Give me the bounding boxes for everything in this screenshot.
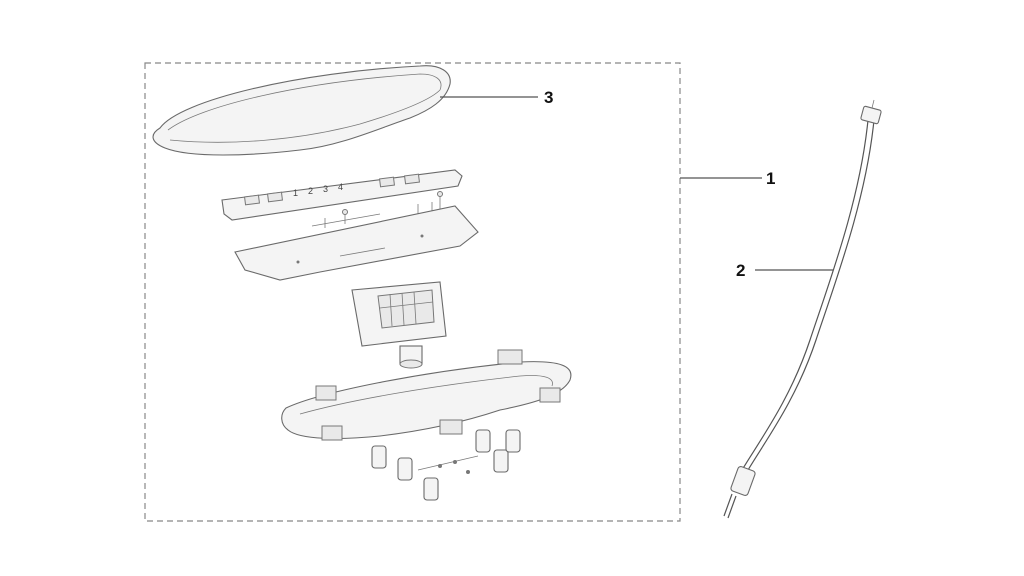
speedometer-cable bbox=[723, 99, 882, 519]
panel-digit-3: 3 bbox=[323, 184, 328, 194]
assembly-boundary-box bbox=[144, 62, 681, 522]
indicator-panel: 1 2 3 4 bbox=[221, 169, 463, 221]
callout-assembly: 1 bbox=[766, 169, 775, 188]
instrument-cover-lens bbox=[152, 65, 451, 156]
circuit-board bbox=[234, 205, 479, 281]
callout-cable: 2 bbox=[736, 261, 745, 280]
base-housing bbox=[281, 349, 572, 441]
panel-digit-4: 4 bbox=[338, 182, 343, 192]
connector-block bbox=[351, 281, 447, 369]
bulb-sockets bbox=[371, 429, 521, 501]
panel-digit-2: 2 bbox=[308, 186, 313, 196]
panel-screws bbox=[311, 191, 443, 228]
panel-digit-1: 1 bbox=[293, 188, 298, 198]
callout-cover: 3 bbox=[544, 88, 553, 107]
